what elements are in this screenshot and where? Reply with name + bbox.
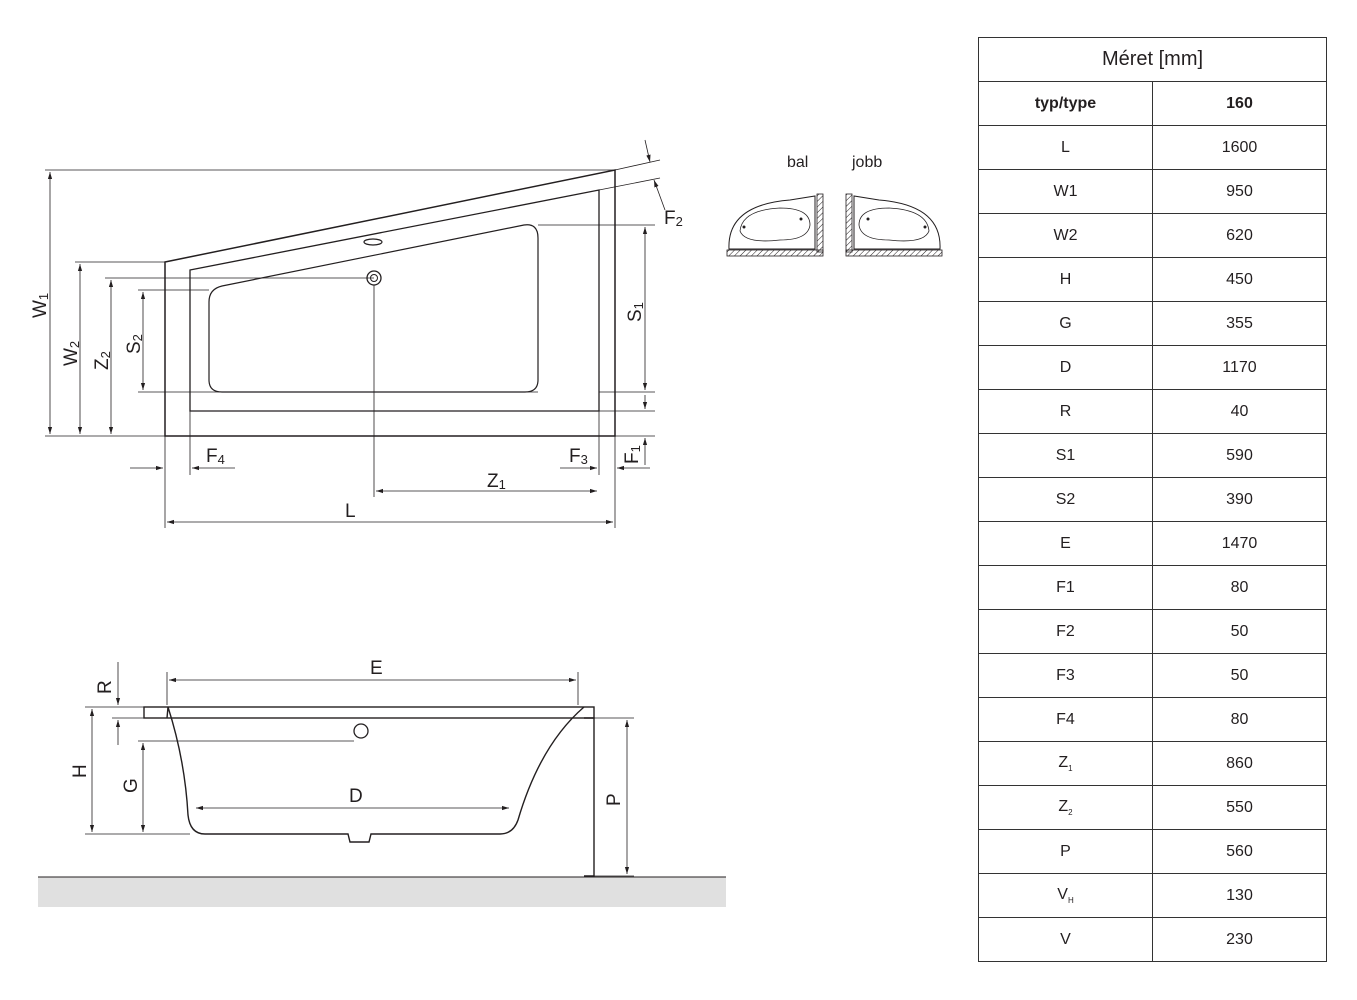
overflow-slot xyxy=(363,238,383,246)
row-value: 1470 xyxy=(1152,521,1327,566)
label-g: G xyxy=(121,778,142,793)
side-support xyxy=(584,717,595,877)
label-p: P xyxy=(604,793,625,806)
row-value: 40 xyxy=(1152,389,1327,434)
label-e: E xyxy=(370,658,383,679)
label-s2: S2 xyxy=(124,334,145,354)
label-f2: F2 xyxy=(664,208,683,229)
row-value: 80 xyxy=(1152,697,1327,742)
row-key: V xyxy=(978,917,1153,962)
row-key: P xyxy=(978,829,1153,874)
label-h: H xyxy=(70,764,91,778)
row-value: 355 xyxy=(1152,301,1327,346)
orientation-icons: bal jobb xyxy=(726,154,943,257)
row-key: E xyxy=(978,521,1153,566)
row-key: W2 xyxy=(978,213,1153,258)
row-key: F1 xyxy=(978,565,1153,610)
label-d: D xyxy=(349,786,363,807)
row-value: 80 xyxy=(1152,565,1327,610)
side-view: E D R H G P xyxy=(38,658,726,907)
header-value: 160 xyxy=(1152,81,1327,126)
row-value: 950 xyxy=(1152,169,1327,214)
row-value: 130 xyxy=(1152,873,1327,918)
row-value: 620 xyxy=(1152,213,1327,258)
label-z1: Z1 xyxy=(487,471,506,492)
jobb-icon xyxy=(845,193,943,257)
row-key: F3 xyxy=(978,653,1153,698)
row-key: VH xyxy=(978,873,1153,918)
row-key: R xyxy=(978,389,1153,434)
label-s1: S1 xyxy=(625,302,646,322)
row-key: F4 xyxy=(978,697,1153,742)
row-key: S2 xyxy=(978,477,1153,522)
label-bal: bal xyxy=(787,154,808,171)
row-value: 50 xyxy=(1152,609,1327,654)
row-key: Z2 xyxy=(978,785,1153,830)
plan-view: W1 W2 Z2 S2 S1 F2 F4 F3 F1 Z1 L xyxy=(30,139,683,528)
row-value: 860 xyxy=(1152,741,1327,786)
row-value: 50 xyxy=(1152,653,1327,698)
table-title: Méret [mm] xyxy=(978,37,1327,82)
label-f4: F4 xyxy=(206,446,225,467)
row-key: H xyxy=(978,257,1153,302)
label-w2: W2 xyxy=(61,341,82,366)
label-z2: Z2 xyxy=(92,351,113,370)
bal-icon xyxy=(726,193,824,257)
side-body xyxy=(166,706,585,843)
row-key: Z1 xyxy=(978,741,1153,786)
row-key: W1 xyxy=(978,169,1153,214)
row-value: 450 xyxy=(1152,257,1327,302)
row-key: G xyxy=(978,301,1153,346)
label-w1: W1 xyxy=(30,293,51,318)
row-key: L xyxy=(978,125,1153,170)
plan-outer-rim xyxy=(164,169,616,437)
row-value: 1170 xyxy=(1152,345,1327,390)
header-key: typ/type xyxy=(978,81,1153,126)
table-header-row: typ/type 160 xyxy=(978,81,1327,126)
row-value: 1600 xyxy=(1152,125,1327,170)
row-key: D xyxy=(978,345,1153,390)
label-f1: F1 xyxy=(622,445,643,464)
row-value: 590 xyxy=(1152,433,1327,478)
label-jobb: jobb xyxy=(851,154,882,171)
side-overflow xyxy=(353,723,369,739)
row-value: 560 xyxy=(1152,829,1327,874)
label-r: R xyxy=(95,680,116,694)
label-l: L xyxy=(345,501,356,522)
row-key: F2 xyxy=(978,609,1153,654)
side-rim xyxy=(143,706,595,719)
floor xyxy=(38,877,726,907)
row-value: 550 xyxy=(1152,785,1327,830)
label-f3: F3 xyxy=(569,446,588,467)
row-value: 230 xyxy=(1152,917,1327,962)
row-key: S1 xyxy=(978,433,1153,478)
row-value: 390 xyxy=(1152,477,1327,522)
plan-basin xyxy=(208,224,539,393)
